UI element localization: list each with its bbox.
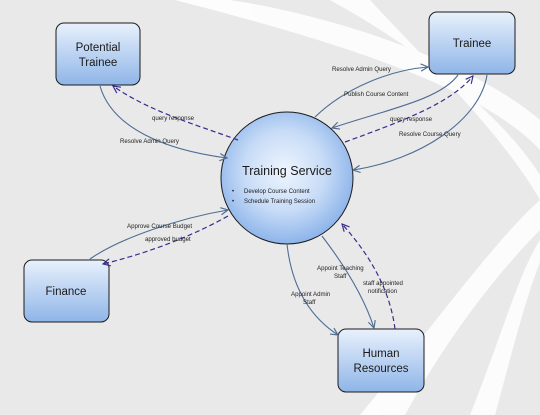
- flow-publish-course-content[interactable]: Publish Course Content: [332, 74, 459, 128]
- bullet-marker-2: •: [232, 199, 234, 205]
- flow-label: Resolve Admin Query: [120, 138, 180, 145]
- process-circle: [220, 111, 354, 245]
- entity-potential-trainee[interactable]: Potential Trainee: [55, 22, 141, 86]
- entity-label-line-1: Human: [362, 348, 399, 360]
- entity-label-line-1: Potential: [76, 42, 121, 54]
- flow-resolve-course-query[interactable]: Resolve Course Query: [353, 74, 488, 170]
- entity-box: [23, 259, 110, 323]
- flow-label: approved budget: [145, 236, 191, 243]
- flow-label: query response: [152, 115, 195, 122]
- training-service-process[interactable]: Training Service • Develop Course Conten…: [220, 111, 354, 245]
- entity-box: [337, 328, 425, 393]
- flow-staff-appointed-notification[interactable]: staff appointed notification: [342, 224, 403, 330]
- process-bullet-2: Schedule Training Session: [244, 199, 315, 205]
- flow-approved-budget[interactable]: approved budget: [103, 215, 229, 264]
- flow-query-response-potential[interactable]: query response: [113, 86, 239, 141]
- flow-resolve-admin-query-trainee[interactable]: Resolve Admin Query: [314, 66, 428, 118]
- flow-arrow: [113, 86, 239, 141]
- flow-label: query response: [390, 116, 433, 123]
- flow-arrow: [342, 224, 396, 330]
- process-title: Training Service: [242, 164, 332, 178]
- flow-arrow: [321, 235, 374, 328]
- entity-box: [428, 11, 516, 75]
- flow-label-line-2: Staff: [303, 299, 316, 306]
- swoosh-lower-band: [470, 240, 540, 415]
- process-bullet-1: Develop Course Content: [244, 189, 310, 195]
- flow-approve-course-budget[interactable]: Approve Course Budget: [89, 210, 228, 260]
- flow-arrow: [344, 76, 473, 143]
- entity-box: [55, 22, 141, 86]
- flow-label: Resolve Admin Query: [332, 66, 392, 73]
- flow-label-line-1: staff appointed: [363, 280, 403, 287]
- flow-appoint-teaching-staff[interactable]: Appoint Teaching Staff: [317, 235, 374, 328]
- flow-appoint-admin-staff[interactable]: Appoint Admin Staff: [286, 243, 338, 335]
- flow-arrow: [353, 74, 488, 170]
- entity-label: Trainee: [453, 38, 492, 50]
- bullet-marker-1: •: [232, 189, 234, 195]
- flow-label-line-2: notification: [368, 288, 397, 295]
- entity-human-resources[interactable]: Human Resources: [337, 328, 425, 393]
- flow-arrow: [332, 74, 459, 128]
- flow-query-response-trainee[interactable]: query response: [344, 76, 473, 143]
- flow-label: Approve Course Budget: [127, 223, 192, 230]
- flow-arrow: [89, 210, 228, 260]
- flow-label: Publish Course Content: [344, 91, 409, 98]
- flow-resolve-admin-query-potential[interactable]: Resolve Admin Query: [99, 85, 227, 158]
- flow-arrow: [314, 67, 428, 118]
- entity-label-line-2: Trainee: [79, 57, 118, 69]
- flow-arrow: [103, 215, 229, 264]
- entity-finance[interactable]: Finance: [23, 259, 110, 323]
- flow-label: Resolve Course Query: [399, 131, 462, 138]
- entity-label: Finance: [46, 286, 87, 298]
- flow-label-line-1: Appoint Admin: [291, 291, 330, 298]
- flow-label-line-2: Staff: [334, 273, 347, 280]
- entity-trainee[interactable]: Trainee: [428, 11, 516, 75]
- flow-label-line-1: Appoint Teaching: [317, 265, 364, 272]
- flow-arrow: [286, 243, 338, 335]
- entity-label-line-2: Resources: [354, 363, 409, 375]
- flow-arrow: [99, 85, 227, 158]
